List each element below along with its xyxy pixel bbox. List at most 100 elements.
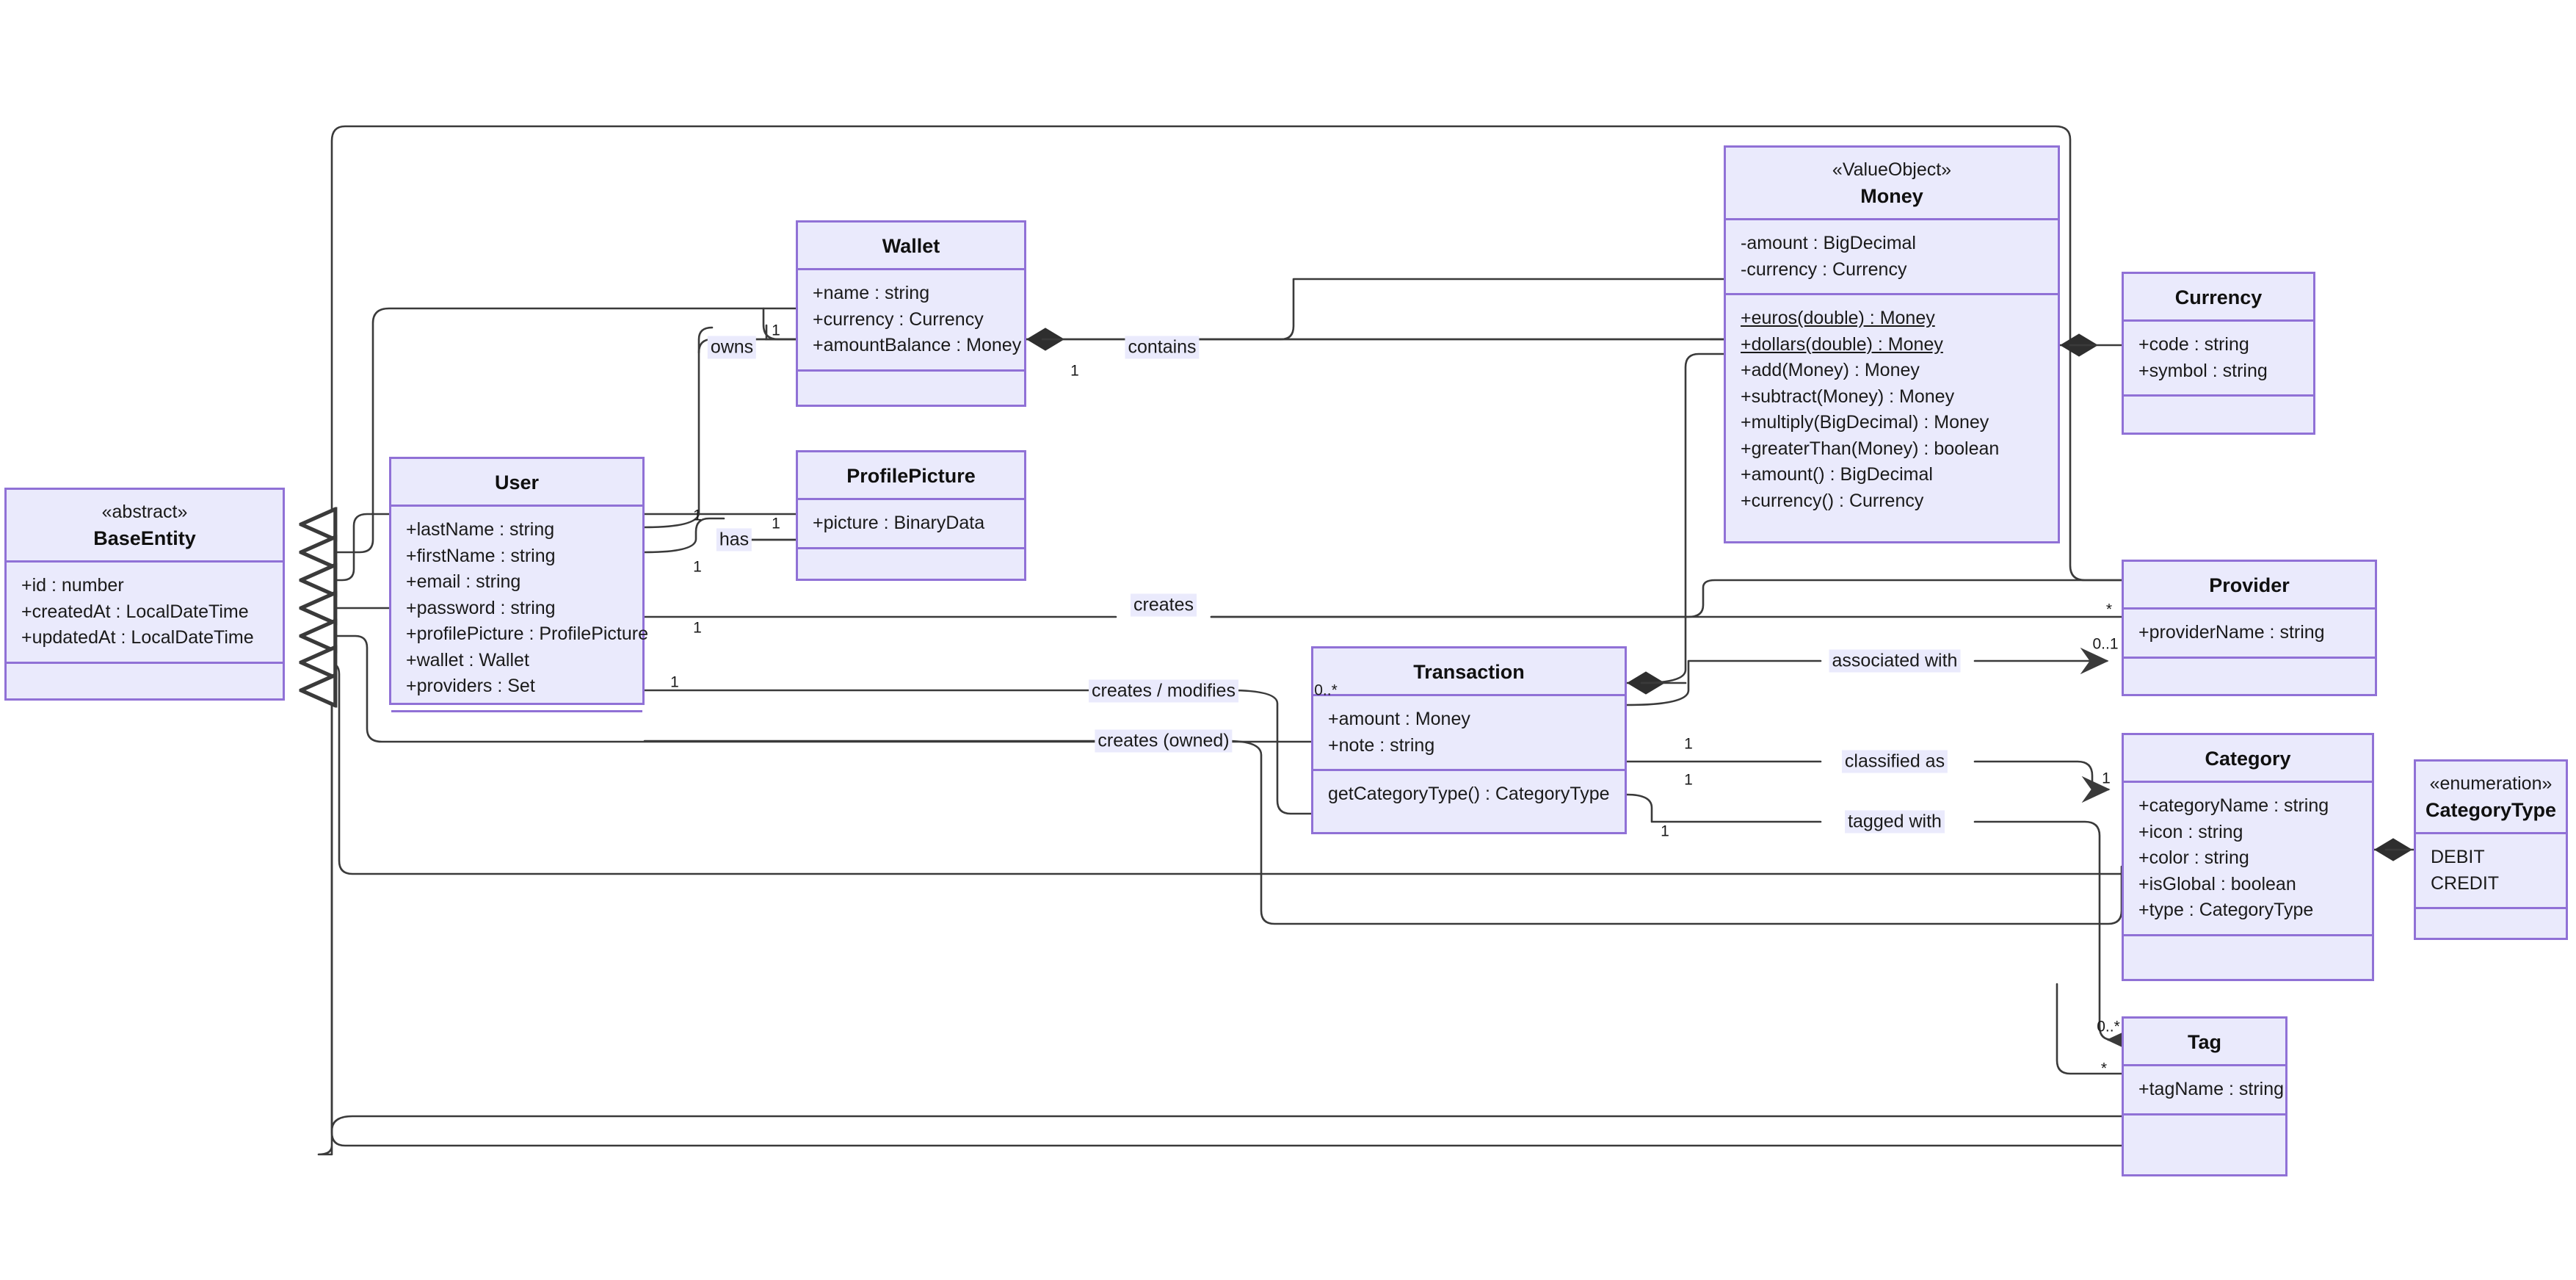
multiplicity-label: 1 bbox=[1684, 735, 1693, 753]
method-row: getCategoryType() : CategoryType bbox=[1328, 784, 1610, 805]
class-header-user: User bbox=[391, 459, 642, 507]
method-row: +multiply(BigDecimal) : Money bbox=[1741, 412, 1989, 433]
class-name: Tag bbox=[2188, 1031, 2221, 1053]
edge-label-classified-as: classified as bbox=[1841, 750, 1948, 773]
edge-label-tagged-with: tagged with bbox=[1845, 810, 1945, 834]
attribute-row: +color : string bbox=[2138, 847, 2249, 869]
attribute-row: +picture : BinaryData bbox=[813, 513, 985, 534]
attributes-compartment: -amount : BigDecimal -currency : Currenc… bbox=[1726, 220, 2058, 296]
class-user[interactable]: User +lastName : string +firstName : str… bbox=[389, 457, 648, 712]
attributes-compartment: +picture : BinaryData bbox=[798, 500, 1024, 549]
attribute-row: +firstName : string bbox=[406, 545, 556, 566]
attributes-compartment: +name : string +currency : Currency +amo… bbox=[798, 270, 1024, 372]
attribute-row: +isGlobal : boolean bbox=[2138, 873, 2296, 894]
methods-compartment bbox=[2124, 936, 2372, 957]
class-header-baseentity: «abstract» BaseEntity bbox=[7, 490, 283, 563]
multiplicity-label: 0..* bbox=[2097, 1018, 2120, 1035]
methods-compartment bbox=[2416, 909, 2566, 930]
class-stereotype: «ValueObject» bbox=[1832, 159, 1952, 180]
attribute-row: +id : number bbox=[21, 575, 124, 596]
multiplicity-label: 1 bbox=[670, 673, 679, 691]
attribute-row: +lastName : string bbox=[406, 519, 555, 540]
attribute-row: +name : string bbox=[813, 283, 930, 304]
attributes-compartment: +providerName : string bbox=[2124, 610, 2375, 659]
class-header-categorytype: «enumeration» CategoryType bbox=[2416, 762, 2566, 835]
methods-compartment: getCategoryType() : CategoryType bbox=[1313, 771, 1625, 818]
multiplicity-label: 1 bbox=[1070, 362, 1079, 380]
class-transaction[interactable]: Transaction +amount : Money +note : stri… bbox=[1311, 646, 1627, 834]
methods-compartment bbox=[391, 712, 642, 733]
methods-compartment bbox=[2124, 1116, 2285, 1136]
attribute-row: +icon : string bbox=[2138, 821, 2243, 842]
multiplicity-label: 0..1 bbox=[2092, 635, 2119, 653]
multiplicity-label: 0..* bbox=[1314, 681, 1338, 699]
edge-label-owns: owns bbox=[707, 336, 757, 359]
attributes-compartment: +id : number +createdAt : LocalDateTime … bbox=[7, 563, 283, 664]
multiplicity-label: 1 bbox=[1661, 822, 1669, 840]
multiplicity-label: 1 bbox=[693, 507, 702, 524]
edge-label-associated-with: associated with bbox=[1829, 649, 1961, 673]
attribute-row: +createdAt : LocalDateTime bbox=[21, 601, 249, 622]
attribute-row: +providers : Set bbox=[406, 676, 535, 697]
class-categorytype[interactable]: «enumeration» CategoryType DEBIT CREDIT bbox=[2414, 759, 2568, 940]
class-profilepicture[interactable]: ProfilePicture +picture : BinaryData bbox=[796, 450, 1026, 581]
class-header-profilepicture: ProfilePicture bbox=[798, 452, 1024, 501]
multiplicity-label: 1 bbox=[1684, 771, 1693, 789]
edge-label-creates-modifies: creates / modifies bbox=[1089, 679, 1238, 703]
attribute-row: +wallet : Wallet bbox=[406, 649, 529, 670]
attribute-row: -currency : Currency bbox=[1741, 258, 1907, 280]
multiplicity-label: 1 bbox=[772, 322, 780, 339]
attribute-row: +note : string bbox=[1328, 734, 1435, 756]
attribute-row: +profilePicture : ProfilePicture bbox=[406, 623, 649, 645]
attribute-row: +tagName : string bbox=[2138, 1079, 2285, 1100]
method-row: +amount() : BigDecimal bbox=[1741, 464, 1933, 485]
methods-compartment bbox=[2124, 397, 2313, 417]
attribute-row: +updatedAt : LocalDateTime bbox=[21, 627, 254, 648]
attribute-row: +type : CategoryType bbox=[2138, 900, 2314, 921]
multiplicity-label: 1 bbox=[693, 558, 702, 576]
class-name: Provider bbox=[2209, 574, 2290, 596]
class-name: Transaction bbox=[1413, 661, 1525, 683]
attribute-row: +amount : Money bbox=[1328, 709, 1470, 730]
class-name: ProfilePicture bbox=[846, 465, 976, 487]
attributes-compartment: +lastName : string +firstName : string +… bbox=[391, 507, 649, 712]
attribute-row: +symbol : string bbox=[2138, 360, 2268, 381]
attribute-row: +amountBalance : Money bbox=[813, 335, 1022, 356]
class-header-category: Category bbox=[2124, 735, 2372, 784]
class-currency[interactable]: Currency +code : string +symbol : string bbox=[2122, 272, 2315, 435]
edge-label-contains: contains bbox=[1125, 336, 1200, 359]
edge-label-creates-owned: creates (owned) bbox=[1095, 729, 1233, 753]
method-row: +add(Money) : Money bbox=[1741, 360, 1920, 381]
class-category[interactable]: Category +categoryName : string +icon : … bbox=[2122, 733, 2374, 981]
attribute-row: +code : string bbox=[2138, 334, 2249, 355]
class-money[interactable]: «ValueObject» Money -amount : BigDecimal… bbox=[1724, 145, 2060, 543]
class-stereotype: «enumeration» bbox=[2429, 773, 2553, 794]
enum-literals-compartment: DEBIT CREDIT bbox=[2416, 834, 2566, 910]
class-header-provider: Provider bbox=[2124, 562, 2375, 610]
attribute-row: +password : string bbox=[406, 597, 556, 618]
class-name: Money bbox=[1860, 184, 1923, 207]
attribute-row: +providerName : string bbox=[2138, 622, 2325, 643]
class-stereotype: «abstract» bbox=[101, 502, 188, 522]
enum-literal-row: DEBIT bbox=[2431, 847, 2485, 868]
edge-label-has: has bbox=[716, 528, 752, 552]
methods-compartment bbox=[2124, 659, 2375, 679]
class-wallet[interactable]: Wallet +name : string +currency : Curren… bbox=[796, 220, 1026, 407]
method-row: +euros(double) : Money bbox=[1741, 308, 1935, 329]
class-header-tag: Tag bbox=[2124, 1019, 2285, 1067]
class-header-currency: Currency bbox=[2124, 274, 2313, 322]
class-baseentity[interactable]: «abstract» BaseEntity +id : number +crea… bbox=[4, 488, 285, 701]
class-name: CategoryType bbox=[2425, 798, 2557, 821]
class-provider[interactable]: Provider +providerName : string bbox=[2122, 560, 2377, 696]
attributes-compartment: +code : string +symbol : string bbox=[2124, 322, 2313, 397]
attribute-row: +currency : Currency bbox=[813, 308, 984, 330]
attributes-compartment: +amount : Money +note : string bbox=[1313, 696, 1625, 772]
method-row: +subtract(Money) : Money bbox=[1741, 386, 1955, 407]
class-tag[interactable]: Tag +tagName : string bbox=[2122, 1016, 2287, 1176]
edge-label-creates: creates bbox=[1131, 593, 1197, 617]
class-name: User bbox=[494, 471, 540, 493]
method-row: +currency() : Currency bbox=[1741, 490, 1924, 511]
attributes-compartment: +tagName : string bbox=[2124, 1066, 2285, 1116]
attribute-row: +email : string bbox=[406, 571, 521, 593]
